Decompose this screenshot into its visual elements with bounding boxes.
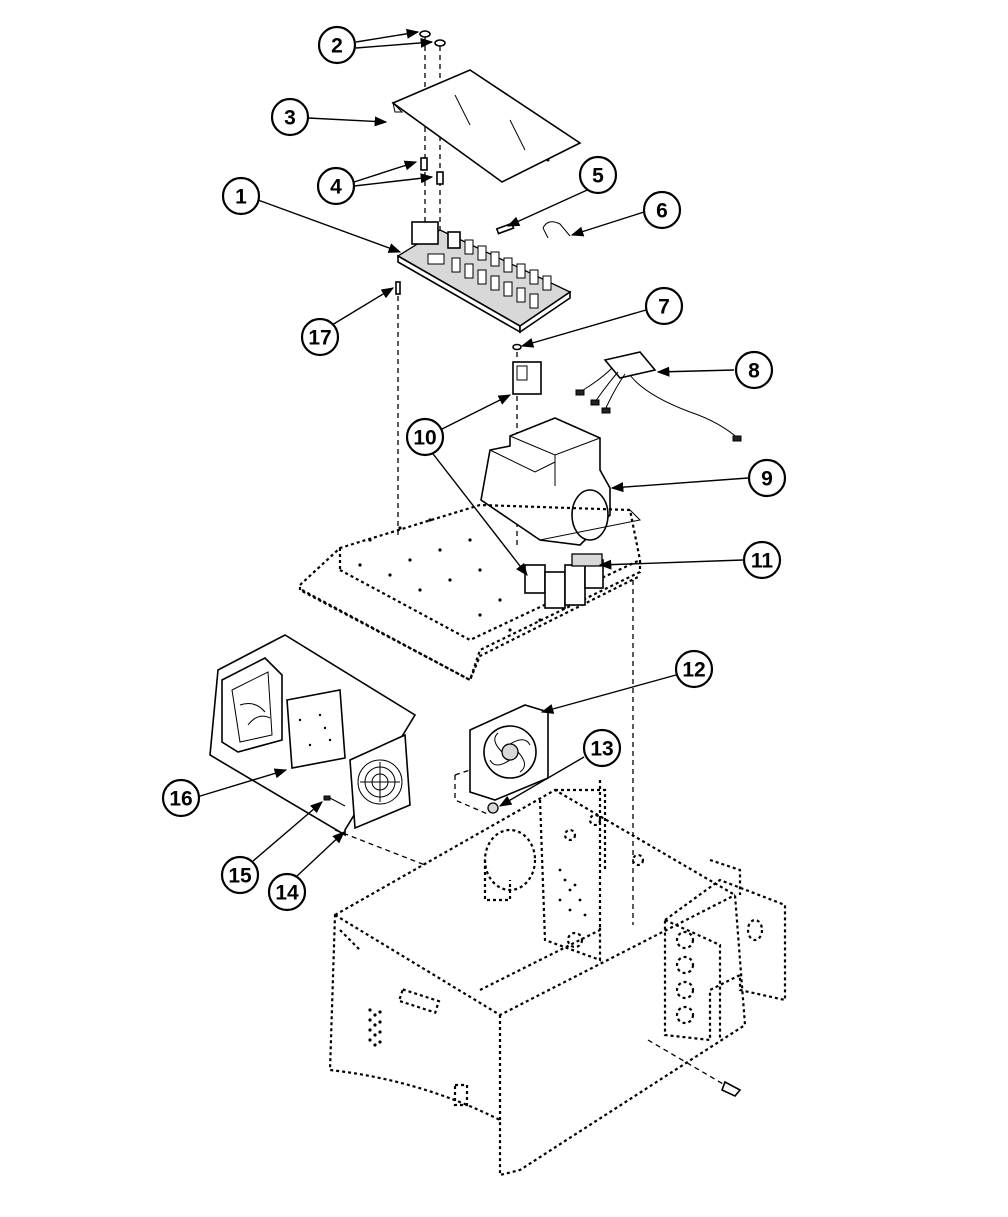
callout-9: 9: [749, 460, 785, 496]
main-cabinet: [330, 780, 785, 1175]
board-screw: [396, 282, 400, 535]
callout-5-label: 5: [592, 165, 604, 188]
cooling-fan: [470, 705, 548, 800]
contactors: [525, 554, 603, 608]
callout-6: 6: [644, 192, 680, 228]
callout-3: 3: [272, 99, 308, 135]
callout-2-label: 2: [331, 35, 343, 58]
callout-11: 11: [744, 542, 780, 578]
callout-11-label: 11: [751, 550, 774, 573]
callout-6-label: 6: [656, 200, 668, 223]
control-board: [398, 222, 570, 332]
callout-16: 16: [163, 780, 199, 816]
callout-13: 13: [584, 730, 620, 766]
callout-17-label: 17: [308, 327, 331, 350]
callout-12: 12: [676, 651, 712, 687]
callout-14: 14: [269, 874, 305, 910]
callout-10: 10: [407, 419, 443, 455]
callout-15: 15: [222, 857, 258, 893]
standoffs: [421, 158, 443, 184]
callout-14-label: 14: [275, 882, 299, 905]
jumper-wire: [543, 222, 570, 238]
wire-harness: [576, 352, 741, 441]
callout-10-label: 10: [413, 427, 436, 450]
callout-8-label: 8: [748, 360, 760, 383]
inset-dash-guide: [335, 830, 425, 865]
callout-2: 2: [319, 27, 355, 63]
callout-7: 7: [646, 288, 682, 324]
callout-9-label: 9: [761, 468, 773, 491]
callout-3-label: 3: [284, 107, 296, 130]
callout-1-label: 1: [235, 186, 247, 209]
callout-4: 4: [318, 168, 354, 204]
callout-16-label: 16: [169, 788, 192, 811]
callout-13-label: 13: [590, 738, 613, 761]
callout-7-label: 7: [658, 296, 670, 319]
relay-screw: [513, 345, 521, 361]
callout-4-label: 4: [330, 176, 342, 199]
cover-screws: [420, 31, 445, 250]
callout-17: 17: [302, 319, 338, 355]
fan-inset: [210, 635, 415, 835]
transformer: [481, 418, 640, 545]
callout-12-label: 12: [682, 659, 705, 682]
callout-15-label: 15: [228, 865, 252, 888]
cabinet-screw: [648, 1040, 740, 1096]
callout-8: 8: [736, 352, 772, 388]
callout-5: 5: [580, 157, 616, 193]
fan-screw: [488, 803, 498, 813]
callout-1: 1: [223, 178, 259, 214]
